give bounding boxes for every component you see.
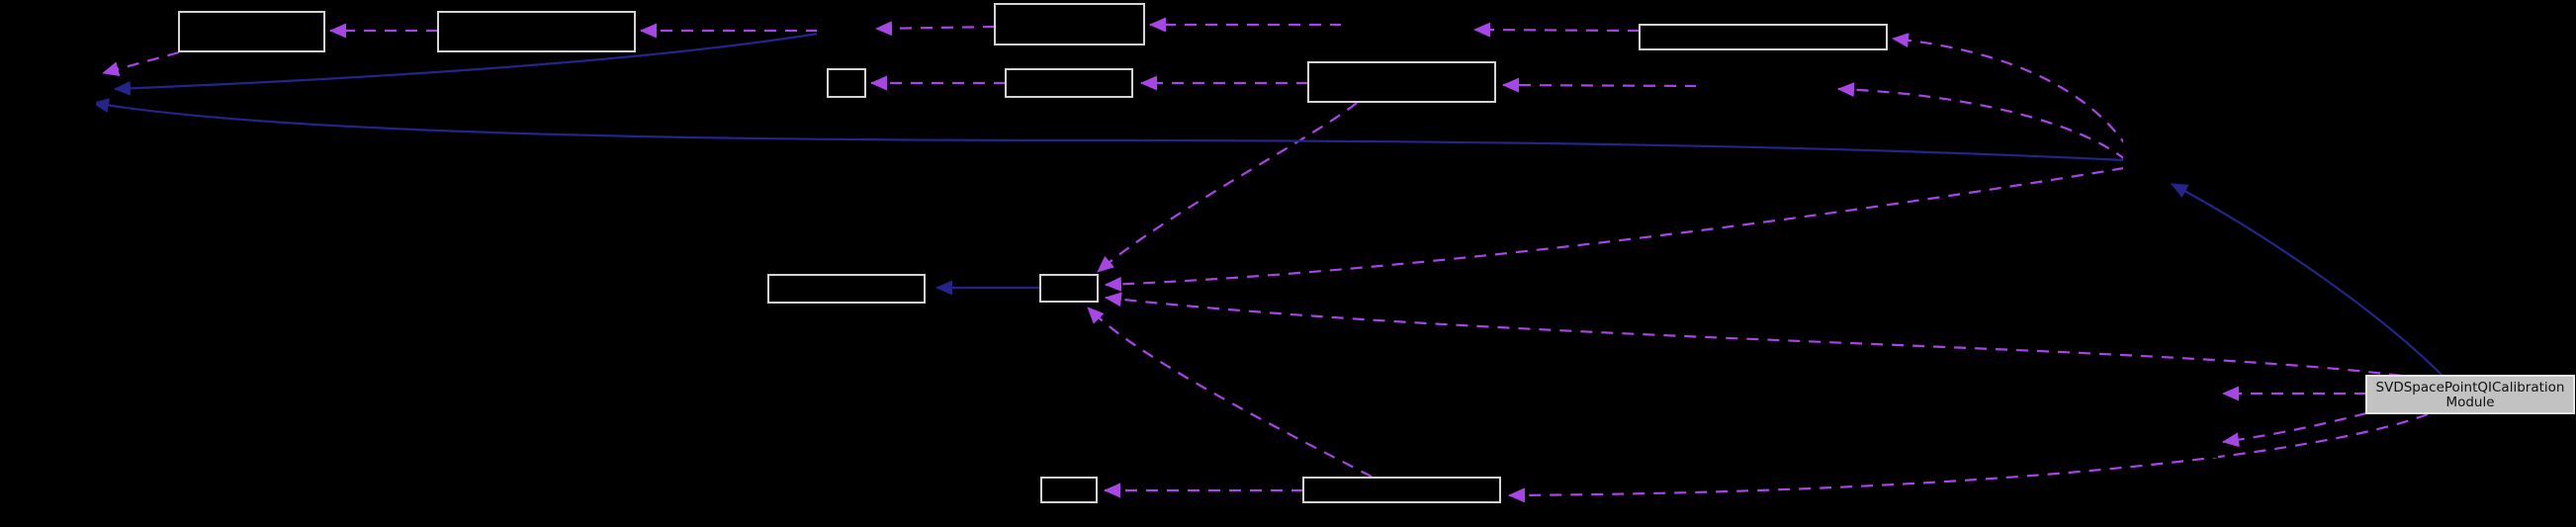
node-box-f[interactable] (1307, 61, 1496, 103)
edge-topmid-to-left (114, 32, 819, 96)
node-box-e[interactable] (827, 68, 866, 98)
edge-module-to-i (1105, 292, 2402, 378)
node-hidden-row2 (1696, 66, 1835, 108)
edge-row2-to-f (1502, 77, 1698, 93)
edge-k-to-i (1087, 307, 1373, 478)
edge-g-to-topright (1473, 22, 1641, 38)
node-box-i[interactable] (1039, 274, 1099, 303)
edge-c-to-topmid (875, 21, 996, 37)
node-box-c[interactable] (994, 3, 1145, 45)
node-box-a[interactable] (178, 11, 325, 52)
edge-hub-to-left (92, 98, 2125, 162)
edge-module-to-hub (2171, 183, 2443, 377)
edge-layer (92, 17, 2443, 503)
node-hidden-hub (2123, 139, 2169, 183)
module-label-line-1: SVDSpacePointQICalibration (2376, 380, 2565, 395)
edge-f-to-i (1097, 102, 1358, 273)
node-hidden-left (11, 56, 96, 110)
node-box-b[interactable] (437, 11, 636, 52)
edge-module-to-r2 (2222, 411, 2367, 448)
node-box-h[interactable] (767, 274, 926, 304)
node-svdspacepointqicalibration-module[interactable] (2365, 375, 2575, 414)
node-hidden-top-right (1341, 7, 1467, 48)
edge-hub-to-i (1105, 166, 2125, 292)
module-label-line-2: Module (2445, 395, 2494, 410)
node-box-j[interactable] (1040, 477, 1098, 503)
edge-hub-to-g (1892, 33, 2129, 149)
node-hidden-right-2 (2127, 428, 2218, 458)
node-box-k[interactable] (1302, 477, 1501, 503)
node-box-d[interactable] (1005, 68, 1133, 98)
node-hidden-right-1 (2127, 379, 2218, 408)
edge-a-to-left (102, 50, 180, 77)
edge-module-to-k (1508, 412, 2429, 503)
node-box-g[interactable] (1639, 24, 1888, 50)
node-hidden-top-mid (817, 11, 871, 50)
edge-hub-to-row2 (1837, 82, 2127, 161)
